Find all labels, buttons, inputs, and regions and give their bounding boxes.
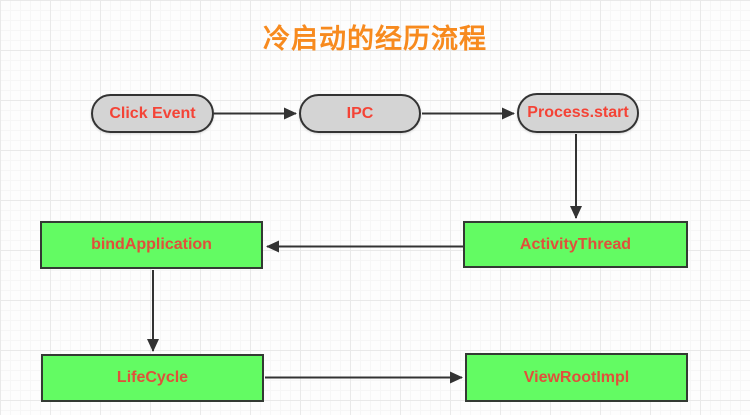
diagram-title: 冷启动的经历流程 bbox=[263, 24, 487, 54]
node-process-start-label: Process.start bbox=[527, 104, 629, 121]
node-life-cycle-label: LifeCycle bbox=[116, 369, 189, 386]
node-bind-application-label: bindApplication bbox=[91, 236, 212, 253]
node-activity-thread-label: ActivityThread bbox=[519, 235, 632, 253]
node-ipc-label: IPC bbox=[346, 104, 374, 122]
node-click-event: Click Event bbox=[91, 94, 214, 133]
node-process-start: Process.start bbox=[517, 93, 639, 133]
node-life-cycle: LifeCycle bbox=[41, 354, 264, 402]
node-view-root-impl: ViewRootImpl bbox=[465, 353, 688, 402]
node-activity-thread: ActivityThread bbox=[463, 221, 688, 268]
node-bind-application: bindApplication bbox=[40, 221, 263, 269]
node-ipc: IPC bbox=[299, 94, 421, 133]
node-view-root-impl-label: ViewRootImpl bbox=[523, 368, 630, 386]
node-click-event-label: Click Event bbox=[109, 104, 196, 122]
